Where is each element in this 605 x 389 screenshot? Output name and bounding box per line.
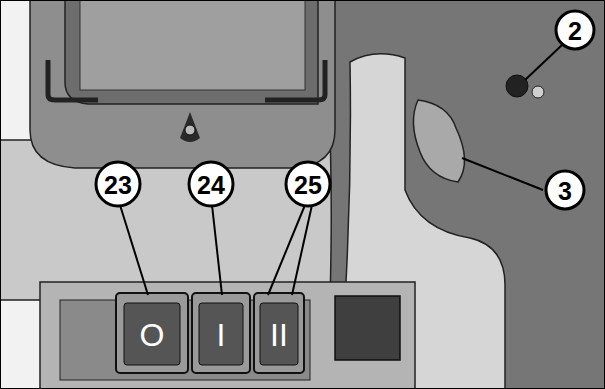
switch-block <box>335 296 400 360</box>
callout-circle <box>189 162 233 206</box>
switch-symbol: O <box>140 319 165 351</box>
callout-circle <box>286 162 330 206</box>
screw <box>185 125 195 135</box>
leader-line <box>462 158 543 190</box>
display-window <box>80 0 305 90</box>
switch-button <box>254 293 304 373</box>
callout-number: 23 <box>104 173 132 198</box>
display-housing <box>30 0 335 168</box>
switch-symbol: I <box>217 319 226 351</box>
callout-number: 2 <box>568 19 582 44</box>
indicator <box>532 86 544 98</box>
switch-face <box>260 303 298 365</box>
leader-line <box>212 205 222 295</box>
callout-circle <box>96 162 140 206</box>
switch-face <box>124 303 180 365</box>
leader-lines <box>120 45 562 295</box>
callout-circles <box>96 11 594 209</box>
callout-number: 25 <box>294 173 322 198</box>
corner-mark <box>265 60 325 100</box>
callout-number: 24 <box>197 173 225 198</box>
screw-recess <box>180 112 200 142</box>
trigger <box>413 100 464 182</box>
switch-panel <box>40 282 415 389</box>
callout-circle <box>546 171 584 209</box>
corner-mark <box>48 60 98 100</box>
leader-line <box>120 205 148 295</box>
callout-number: 3 <box>558 179 572 204</box>
leader-line <box>525 45 562 80</box>
lock-button <box>506 75 528 97</box>
leader-line <box>292 205 312 295</box>
switch-face <box>199 303 243 365</box>
switch-button <box>192 293 250 373</box>
switch-symbol: II <box>270 319 288 351</box>
switch-button <box>116 293 188 373</box>
handle-housing <box>320 0 605 389</box>
leader-line <box>268 205 305 295</box>
display-frame <box>65 0 318 104</box>
callout-circle <box>556 11 594 49</box>
